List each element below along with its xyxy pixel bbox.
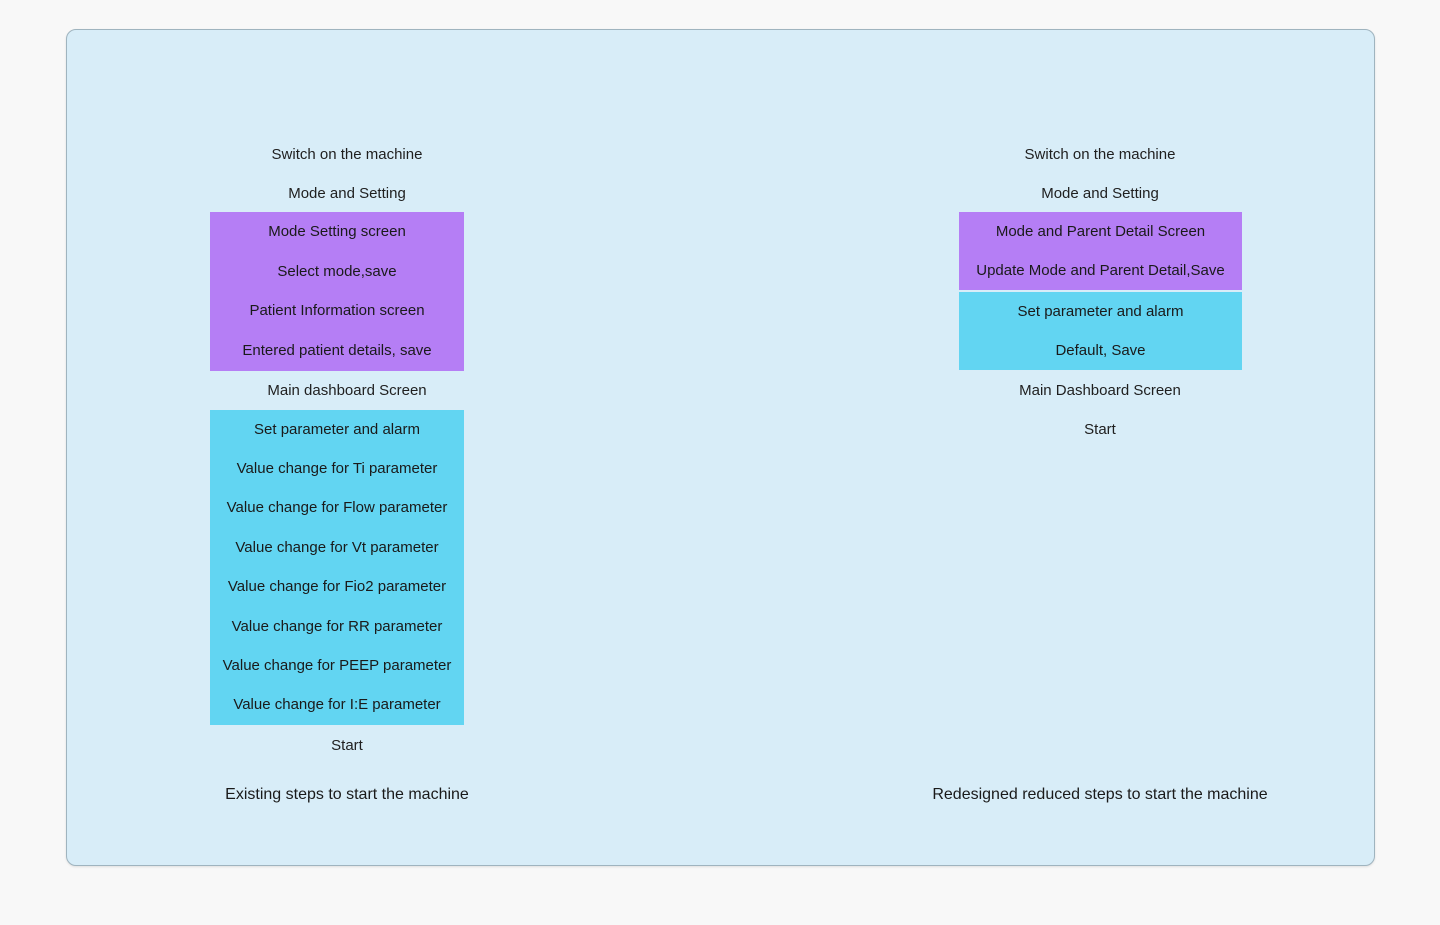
diagram-panel: Switch on the machine Mode and Setting M… xyxy=(66,29,1375,866)
right-cyan-row-1: Set parameter and alarm xyxy=(1017,302,1184,320)
left-cyan-row-4: Value change for Vt parameter xyxy=(235,538,439,556)
left-purple-row-3: Patient Information screen xyxy=(249,302,425,320)
left-purple-row-4: Entered patient details, save xyxy=(242,342,432,360)
left-cyan-row-5: Value change for Fio2 parameter xyxy=(227,578,447,596)
right-flow-caption: Redesigned reduced steps to start the ma… xyxy=(932,786,1268,803)
right-step-mode-and-setting: Mode and Setting xyxy=(1041,185,1159,202)
left-cyan-row-3: Value change for Flow parameter xyxy=(226,499,448,517)
redesigned-flow-column: Switch on the machine Mode and Setting M… xyxy=(722,30,1376,865)
right-cyan-block: Set parameter and alarm Default, Save xyxy=(959,292,1242,370)
right-cyan-row-2: Default, Save xyxy=(1055,341,1146,359)
right-step-switch-on-machine: Switch on the machine xyxy=(1024,146,1176,163)
left-step-mode-and-setting: Mode and Setting xyxy=(288,185,406,202)
left-cyan-row-8: Value change for I:E parameter xyxy=(233,696,441,714)
left-cyan-row-7: Value change for PEEP parameter xyxy=(222,656,452,674)
left-step-main-dashboard-screen: Main dashboard Screen xyxy=(267,382,427,399)
left-cyan-row-1: Set parameter and alarm xyxy=(254,420,420,438)
right-purple-block: Mode and Parent Detail Screen Update Mod… xyxy=(959,212,1242,290)
left-purple-block: Mode Setting screen Select mode,save Pat… xyxy=(210,212,464,371)
right-purple-row-2: Update Mode and Parent Detail,Save xyxy=(976,261,1225,279)
left-step-start: Start xyxy=(331,737,363,754)
left-step-switch-on-machine: Switch on the machine xyxy=(271,146,423,163)
left-purple-row-1: Mode Setting screen xyxy=(268,222,406,240)
right-step-start: Start xyxy=(1084,421,1116,438)
left-flow-caption: Existing steps to start the machine xyxy=(225,786,469,803)
existing-flow-column: Switch on the machine Mode and Setting M… xyxy=(67,30,722,865)
left-cyan-block: Set parameter and alarm Value change for… xyxy=(210,410,464,725)
left-purple-row-2: Select mode,save xyxy=(277,262,397,280)
left-cyan-row-2: Value change for Ti parameter xyxy=(236,460,438,478)
right-purple-row-1: Mode and Parent Detail Screen xyxy=(995,222,1206,240)
right-step-main-dashboard-screen: Main Dashboard Screen xyxy=(1019,382,1181,399)
left-cyan-row-6: Value change for RR parameter xyxy=(231,617,443,635)
